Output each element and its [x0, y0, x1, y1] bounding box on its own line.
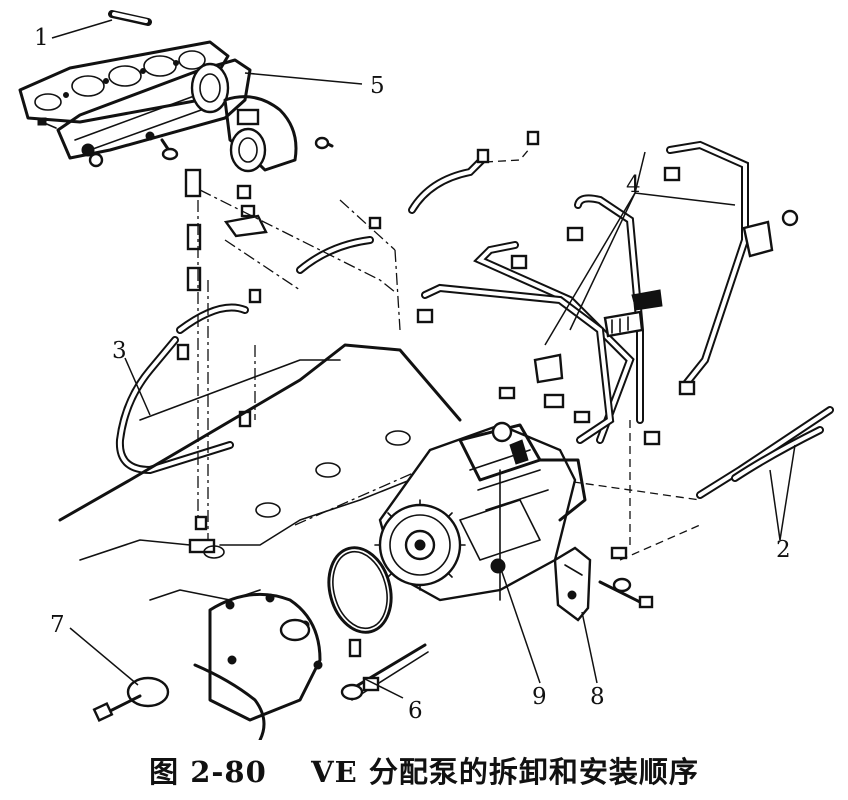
timing-cover	[193, 592, 323, 740]
callout-8: 8	[590, 684, 605, 710]
engine-block	[58, 343, 462, 601]
callout-1: 1	[34, 25, 49, 51]
callout-2: 2	[776, 537, 791, 563]
small-pipe	[108, 10, 152, 26]
injection-pipes	[416, 140, 749, 446]
pump-bracket	[553, 546, 654, 622]
callout-3: 3	[112, 338, 127, 364]
callout-6: 6	[408, 698, 423, 724]
cover-plate	[92, 676, 170, 722]
callout-9: 9	[532, 684, 547, 710]
callout-7: 7	[50, 612, 65, 638]
callout-4: 4	[626, 172, 641, 198]
fittings	[176, 130, 540, 554]
caption-text: 图 2-80 VE 分配泵的拆卸和安装顺序	[149, 755, 699, 789]
pipe-clamps	[498, 209, 799, 424]
intake-manifold	[56, 58, 298, 173]
exploded-view-diagram: 1 5 3 4 2 6 7 8 9	[18, 10, 834, 740]
leader-lines	[51, 19, 796, 699]
o-ring	[327, 546, 393, 634]
callout-5: 5	[370, 73, 385, 99]
support-rod	[340, 638, 429, 701]
manifold-bolts	[37, 117, 334, 168]
ve-distributor-pump	[374, 421, 587, 602]
coolant-hose	[115, 156, 486, 475]
return-hoses	[696, 406, 834, 499]
figure-caption: 图 2-80 VE 分配泵的拆卸和安装顺序	[0, 740, 848, 800]
